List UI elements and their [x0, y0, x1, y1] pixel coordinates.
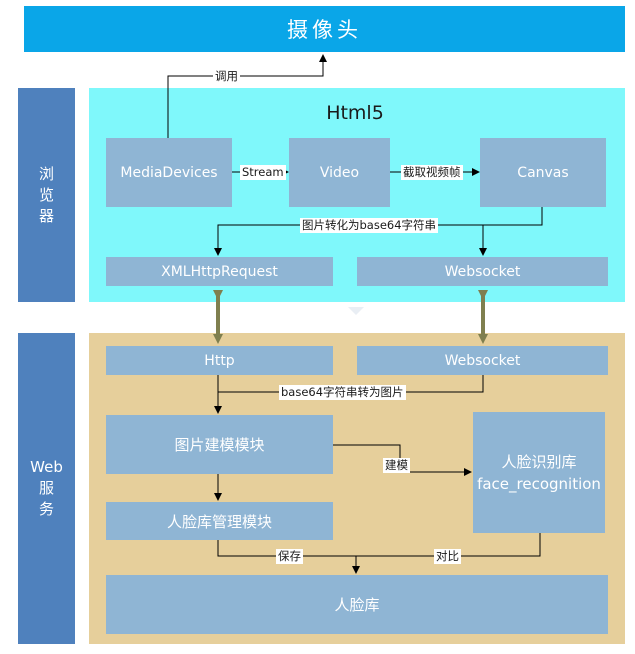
- small-down-marker: [348, 307, 364, 315]
- compare-line: [356, 533, 541, 557]
- http-bar: Http: [106, 346, 333, 375]
- html5-title: Html5: [326, 102, 384, 124]
- camera-header: 摄像头: [24, 6, 625, 52]
- invoke-label: 调用: [213, 69, 240, 84]
- sidebar-browser-char-1: 浏: [38, 164, 54, 183]
- save-line: [217, 540, 356, 557]
- build-label: 建模: [383, 458, 410, 473]
- video-box: Video: [289, 138, 390, 207]
- capture-frame-label: 截取视频帧: [401, 165, 463, 180]
- base64-to-image-label: base64字符串转为图片: [279, 385, 406, 400]
- face-db-box: 人脸库: [106, 575, 608, 634]
- face-recognition-subtitle: face_recognition: [477, 474, 601, 493]
- sidebar-browser: 浏 览 器: [18, 88, 75, 302]
- sidebar-web-line-3: 务: [38, 500, 54, 518]
- browser-websocket-bar: Websocket: [357, 257, 608, 286]
- sidebar-web-line-2: 服: [38, 479, 54, 497]
- face-recognition-library: 人脸识别库 face_recognition: [473, 412, 605, 533]
- media-devices-box: MediaDevices: [106, 138, 232, 207]
- canvas-box: Canvas: [480, 138, 606, 207]
- sidebar-web-line-1: Web: [30, 458, 63, 476]
- xhr-bar: XMLHttpRequest: [106, 257, 333, 286]
- sidebar-browser-char-2: 览: [38, 185, 54, 204]
- invoke-arrow: [167, 54, 327, 138]
- face-recognition-title: 人脸识别库: [501, 452, 577, 471]
- image-model-module: 图片建模模块: [106, 415, 333, 474]
- to-base64-label: 图片转化为base64字符串: [300, 218, 439, 233]
- sidebar-browser-char-3: 器: [38, 206, 54, 225]
- web-websocket-bar: Websocket: [357, 346, 608, 375]
- sidebar-web-service: Web 服 务: [18, 333, 75, 644]
- face-db-management-module: 人脸库管理模块: [106, 502, 333, 540]
- stream-label: Stream: [240, 165, 286, 180]
- compare-label: 对比: [434, 549, 461, 564]
- save-label: 保存: [276, 549, 303, 564]
